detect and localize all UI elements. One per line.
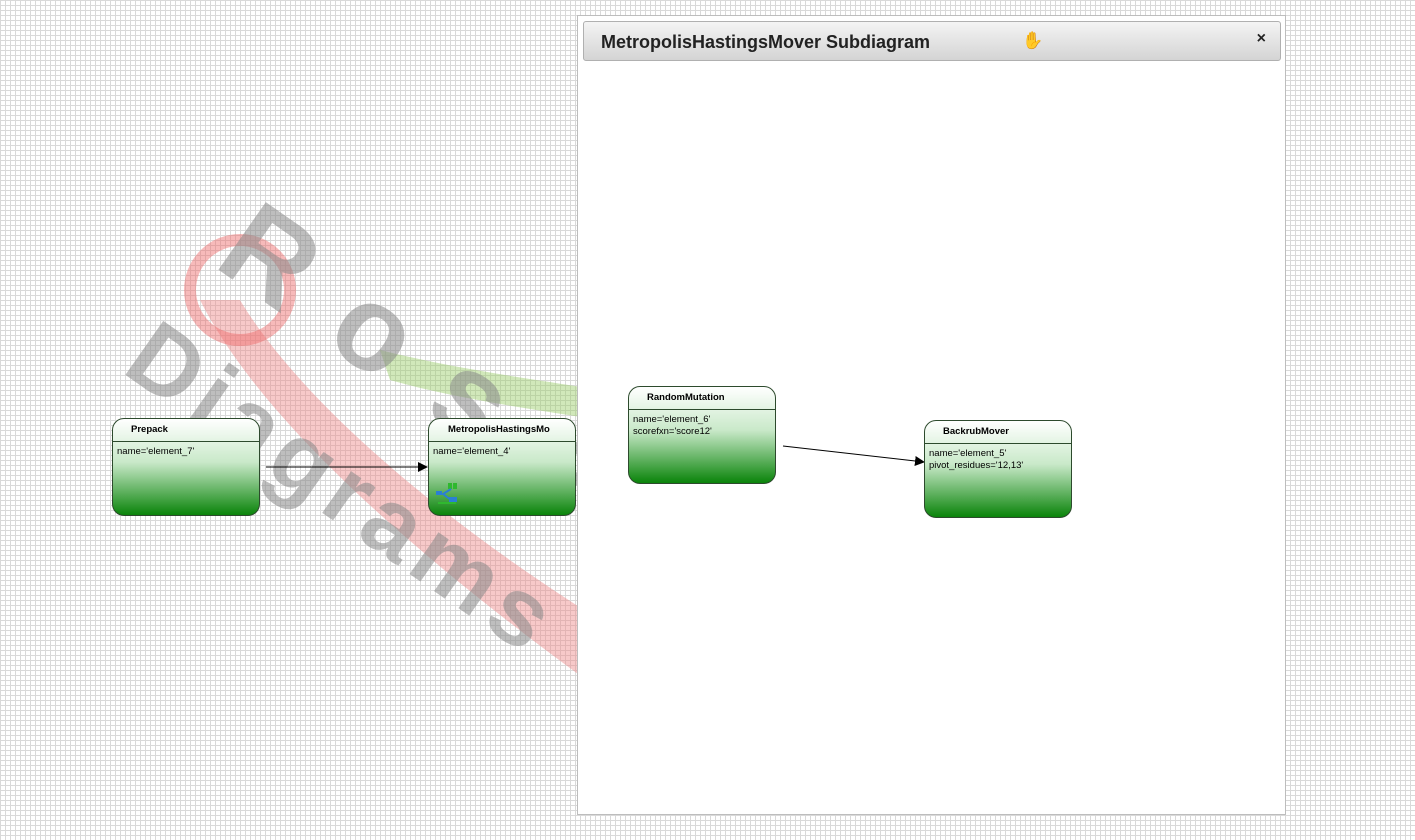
edge-randommutation-to-backrubmover bbox=[782, 445, 925, 466]
node-attr: name='element_5' bbox=[929, 448, 1007, 459]
node-title: MetropolisHastingsMo bbox=[429, 419, 575, 442]
panel-title: MetropolisHastingsMover Subdiagram bbox=[601, 32, 931, 52]
node-title: Prepack bbox=[113, 419, 259, 442]
node-attr: scorefxn='score12' bbox=[633, 426, 712, 437]
node-title: RandomMutation bbox=[629, 387, 775, 410]
node-random-mutation[interactable]: RandomMutation name='element_6' scorefxn… bbox=[628, 386, 776, 484]
node-attr: name='element_4' bbox=[433, 446, 511, 457]
hand-grab-icon[interactable]: ✋ bbox=[1022, 31, 1044, 50]
panel-header[interactable]: MetropolisHastingsMover Subdiagram ✋ × bbox=[583, 21, 1281, 61]
node-backrub-mover[interactable]: BackrubMover name='element_5' pivot_resi… bbox=[924, 420, 1072, 518]
node-prepack[interactable]: Prepack name='element_7' bbox=[112, 418, 260, 516]
node-title: BackrubMover bbox=[925, 421, 1071, 444]
subdiagram-icon[interactable] bbox=[435, 482, 459, 509]
close-icon[interactable]: × bbox=[1256, 30, 1266, 47]
node-attr: name='element_6' bbox=[633, 414, 711, 425]
node-metropolis-hastings-mover[interactable]: MetropolisHastingsMo name='element_4' bbox=[428, 418, 576, 516]
subdiagram-panel: MetropolisHastingsMover Subdiagram ✋ × R… bbox=[577, 15, 1286, 815]
node-attr: pivot_residues='12,13' bbox=[929, 460, 1024, 471]
node-attr: name='element_7' bbox=[117, 446, 195, 457]
